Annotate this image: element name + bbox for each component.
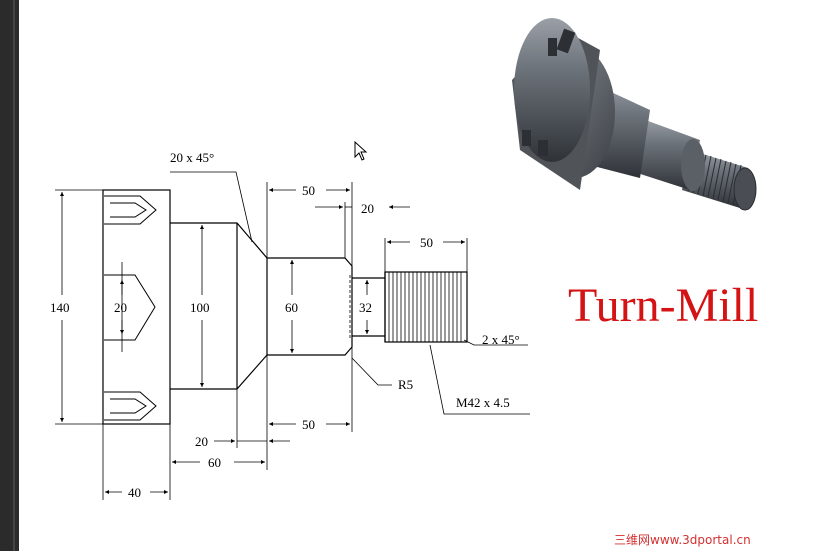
dim-bottom-40: 40 [128,485,141,500]
dimension-lines [55,171,530,500]
dim-60: 60 [285,300,298,315]
dim-top-50: 50 [302,183,315,198]
dim-radius: R5 [398,377,413,392]
dim-140: 140 [50,300,70,315]
dim-top-20: 20 [361,201,374,216]
site-watermark: 三维网www.3dportal.cn [614,533,751,547]
dim-chamfer-top: 20 x 45° [170,150,214,165]
dim-32: 32 [359,300,372,315]
dim-bottom-60: 60 [208,455,221,470]
mouse-cursor-icon [354,140,368,161]
dim-20-hole: 20 [114,300,127,315]
center-marks [121,262,351,352]
dim-bottom-50: 50 [302,417,315,432]
window-edge [0,0,19,551]
dim-bottom-20: 20 [195,434,208,449]
dim-thread-spec: M42 x 4.5 [456,395,510,410]
head-pockets [104,195,157,421]
dim-100: 100 [190,300,210,315]
dim-thread-50: 50 [420,235,433,250]
part-3d-render [512,18,757,211]
page-title: Turn-Mill [568,279,759,332]
dim-chamfer-thread: 2 x 45° [482,332,520,347]
thread-hatching [388,272,462,342]
